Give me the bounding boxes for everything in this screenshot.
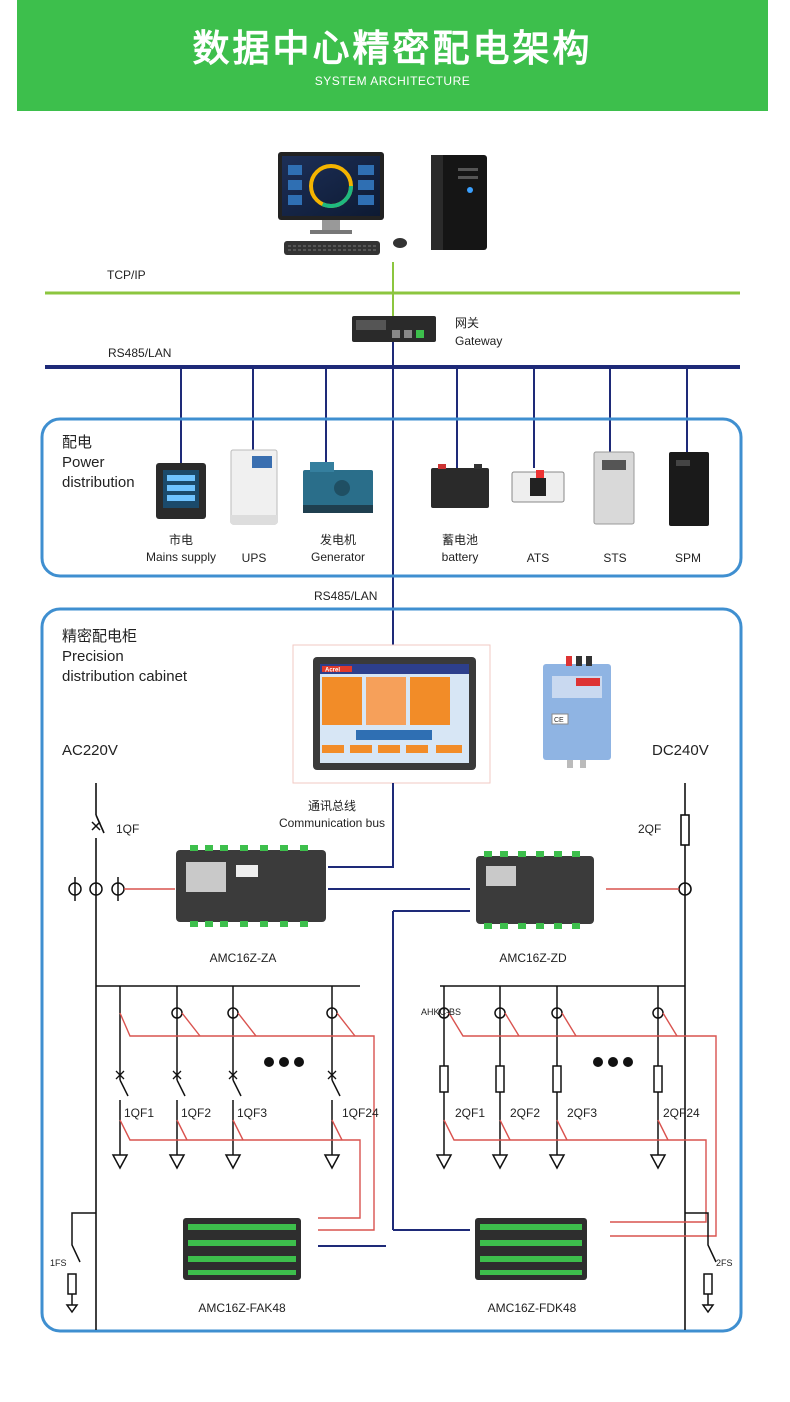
branch-1qf1: 1QF1 bbox=[124, 1106, 155, 1120]
power-distribution-title-en-2: distribution bbox=[62, 474, 135, 491]
gateway-icon bbox=[352, 316, 436, 342]
mains-supply-en: Mains supply bbox=[145, 550, 217, 564]
comm-bus-line bbox=[328, 783, 394, 868]
cabinet-title-en-2: distribution cabinet bbox=[62, 668, 188, 685]
rs485-mid-label: RS485/LAN bbox=[314, 589, 378, 603]
branch-1qf24: 1QF24 bbox=[342, 1106, 379, 1120]
branch-2qf2: 2QF2 bbox=[510, 1106, 541, 1120]
cabinet-title-en-1: Precision bbox=[62, 648, 124, 665]
hmi-brand-text: Acrel bbox=[325, 668, 340, 674]
gateway-en-label: Gateway bbox=[455, 334, 503, 348]
ac220v-label: AC220V bbox=[62, 742, 118, 759]
battery-en: battery bbox=[441, 550, 479, 564]
power-distribution-title-cn: 配电 bbox=[62, 434, 93, 451]
sts-label: STS bbox=[603, 551, 627, 565]
ups-label: UPS bbox=[241, 551, 267, 565]
page-subtitle: SYSTEM ARCHITECTURE bbox=[314, 74, 471, 88]
ac-main-bus bbox=[95, 783, 360, 1330]
comm-bus-cn: 通讯总线 bbox=[307, 799, 357, 813]
ahkc-label: AHKC-BS bbox=[421, 1007, 462, 1017]
power-module-icon: CE bbox=[543, 656, 611, 768]
ups-icon bbox=[230, 449, 278, 525]
rs485-top-label: RS485/LAN bbox=[108, 346, 172, 360]
page-title: 数据中心精密配电架构 bbox=[192, 27, 593, 70]
amc16z-za-module-icon bbox=[176, 845, 326, 927]
branch-1qf2: 1QF2 bbox=[181, 1106, 212, 1120]
fs2-label: 2FS bbox=[716, 1258, 733, 1268]
dc-main-bus bbox=[440, 783, 692, 1330]
amc16z-fdk48-module-icon bbox=[475, 1218, 587, 1280]
branch-2qf24: 2QF24 bbox=[663, 1106, 700, 1120]
generator-cn: 发电机 bbox=[319, 533, 357, 547]
ac-signal-lines bbox=[119, 1012, 375, 1231]
mains-meter-icon bbox=[156, 463, 206, 519]
cabinet-title-cn: 精密配电柜 bbox=[62, 628, 138, 645]
battery-cn: 蓄电池 bbox=[441, 533, 479, 547]
dc240v-label: DC240V bbox=[652, 742, 709, 759]
header-banner: 数据中心精密配电架构 SYSTEM ARCHITECTURE bbox=[17, 0, 768, 111]
cabinet-frame bbox=[40, 607, 743, 1333]
ellipsis-dots bbox=[264, 1057, 633, 1067]
power-distribution-frame bbox=[40, 417, 743, 578]
fs-fuses bbox=[65, 1212, 717, 1314]
qf2-label: 2QF bbox=[638, 822, 662, 836]
ce-mark-text: CE bbox=[554, 717, 564, 724]
amc16z-za-label: AMC16Z-ZA bbox=[209, 951, 277, 965]
qf1-label: 1QF bbox=[116, 822, 140, 836]
amc16z-zd-module-icon bbox=[476, 851, 594, 929]
fs1-label: 1FS bbox=[50, 1258, 67, 1268]
ats-label: ATS bbox=[526, 551, 550, 565]
branch-2qf3: 2QF3 bbox=[567, 1106, 598, 1120]
spm-label: SPM bbox=[674, 551, 702, 565]
ac-breaker-marks bbox=[115, 1070, 337, 1080]
hmi-screen-icon: Acrel bbox=[292, 644, 491, 784]
ac-branch-circuits bbox=[111, 986, 341, 1170]
gateway-cn-label: 网关 bbox=[455, 316, 480, 330]
amc16z-fak48-module-icon bbox=[183, 1218, 301, 1280]
spm-icon bbox=[669, 452, 709, 526]
comm-bus-en: Communication bus bbox=[278, 816, 386, 830]
server-tower-icon bbox=[431, 155, 487, 250]
generator-icon bbox=[303, 462, 373, 513]
tcp-ip-label: TCP/IP bbox=[107, 268, 146, 282]
amc16z-zd-label: AMC16Z-ZD bbox=[499, 951, 567, 965]
mains-supply-cn: 市电 bbox=[168, 533, 194, 547]
ats-icon bbox=[511, 470, 565, 503]
branch-1qf3: 1QF3 bbox=[237, 1106, 268, 1120]
monitor-icon bbox=[278, 152, 384, 234]
mouse-icon bbox=[393, 238, 407, 248]
generator-en: Generator bbox=[310, 550, 366, 564]
keyboard-icon bbox=[284, 241, 380, 255]
battery-icon bbox=[431, 464, 489, 508]
amc16z-fdk48-label: AMC16Z-FDK48 bbox=[487, 1301, 577, 1315]
dc-signal-lines bbox=[443, 1012, 717, 1237]
amc16z-fak48-label: AMC16Z-FAK48 bbox=[198, 1301, 286, 1315]
branch-2qf1: 2QF1 bbox=[455, 1106, 486, 1120]
sts-icon bbox=[593, 451, 635, 525]
power-distribution-title-en-1: Power bbox=[62, 454, 105, 471]
